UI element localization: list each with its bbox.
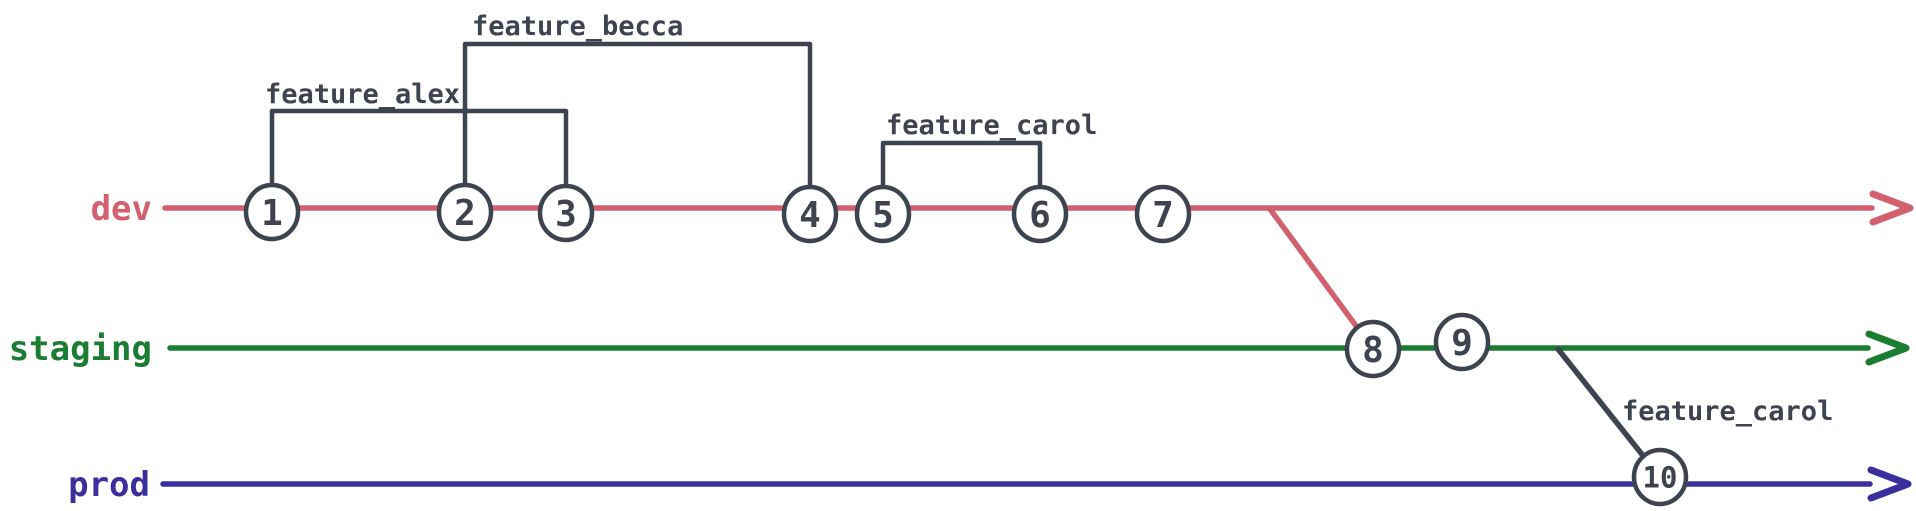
commit-node	[436, 182, 494, 242]
commit-number: 10	[1643, 460, 1678, 494]
commit-node	[1631, 447, 1689, 507]
feature-bracket	[269, 108, 569, 194]
feature-label: feature_carol	[1622, 396, 1833, 427]
branch-label-dev: dev	[91, 189, 152, 229]
branch-label-staging: staging	[9, 329, 152, 369]
branch-label-prod: prod	[68, 465, 150, 505]
feature-bracket	[462, 41, 813, 195]
commit-node	[854, 184, 912, 244]
commit-number: 5	[872, 195, 894, 236]
commit-number: 1	[261, 193, 283, 234]
feature-bracket	[880, 140, 1043, 195]
commit-number: 7	[1152, 195, 1174, 236]
arrowhead-icon	[1867, 466, 1912, 502]
commit-number: 8	[1362, 330, 1384, 371]
commit-number: 6	[1029, 195, 1051, 236]
merge-line	[1267, 206, 1376, 352]
commit-number: 3	[555, 194, 577, 235]
commit-node	[1433, 312, 1491, 372]
commit-number: 4	[799, 195, 821, 236]
commit-node	[781, 184, 839, 244]
feature-label: feature_carol	[886, 110, 1097, 141]
arrowhead-icon	[1869, 190, 1914, 226]
feature-label: feature_becca	[472, 11, 683, 42]
commit-node	[537, 183, 595, 243]
feature-label: feature_alex	[265, 79, 460, 110]
arrowhead-icon	[1865, 330, 1910, 366]
commit-node	[1134, 184, 1192, 244]
commit-number: 9	[1451, 323, 1473, 364]
commit-number: 2	[454, 193, 476, 234]
commit-node	[1344, 319, 1402, 379]
commit-node	[1011, 184, 1069, 244]
commit-node	[243, 182, 301, 242]
